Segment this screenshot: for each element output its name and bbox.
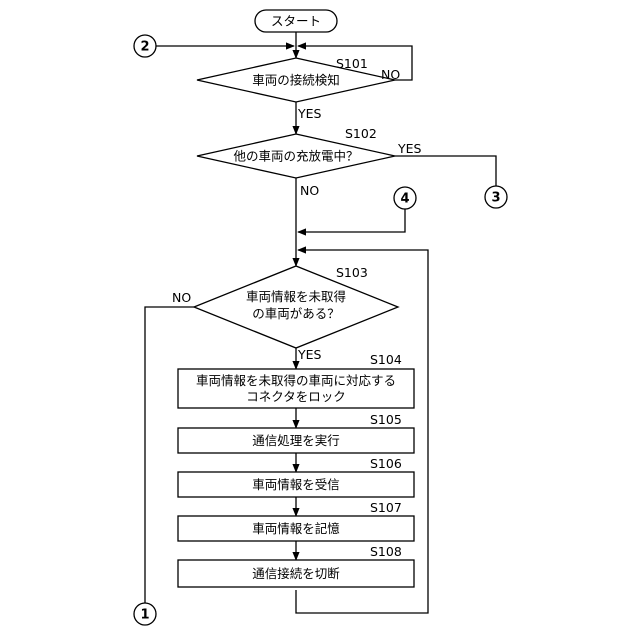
connector-4-arrow [298,209,405,232]
s106-text: 車両情報を受信 [252,477,340,492]
s101-no-label: NO [381,67,400,82]
s102-yes-path [395,156,496,186]
connector-3: 3 [485,186,507,208]
s104-text-line1: 車両情報を未取得の車両に対応する [196,373,396,388]
s101-yes-label: YES [297,106,322,121]
s105-text: 通信処理を実行 [252,433,340,448]
s102-no-label: NO [300,183,319,198]
svg-text:3: 3 [491,191,500,206]
s108-id: S108 [370,544,402,559]
s101-id: S101 [336,56,368,71]
s105-id: S105 [370,412,402,427]
start-terminal: スタート [255,10,337,32]
step-s103: 車両情報を未取得 の車両がある？ S103 NO YES [172,265,398,362]
s108-text: 通信接続を切断 [252,566,340,581]
svg-text:1: 1 [140,608,149,623]
s106-id: S106 [370,456,402,471]
step-s102: 他の車両の充放電中？ S102 YES NO [197,126,422,198]
s103-text-line2: の車両がある？ [252,306,340,321]
s103-no-path [145,307,194,603]
s104-text-line2: コネクタをロック [246,389,346,404]
s103-text-line1: 車両情報を未取得 [246,289,346,304]
svg-text:4: 4 [400,192,409,207]
connector-2: 2 [134,35,156,57]
s103-yes-label: YES [297,347,322,362]
step-s101: 車両の接続検知 S101 NO YES [197,56,400,121]
s103-id: S103 [336,265,368,280]
s101-text: 車両の接続検知 [252,73,340,88]
s103-no-label: NO [172,290,191,305]
start-label: スタート [271,14,321,29]
s102-text: 他の車両の充放電中？ [233,149,358,164]
s107-text: 車両情報を記憶 [252,521,340,536]
s104-id: S104 [370,352,402,367]
s102-yes-label: YES [397,141,422,156]
svg-text:2: 2 [140,40,149,55]
s107-id: S107 [370,500,402,515]
connector-4: 4 [394,187,416,209]
s102-id: S102 [345,126,377,141]
connector-1: 1 [134,603,156,625]
